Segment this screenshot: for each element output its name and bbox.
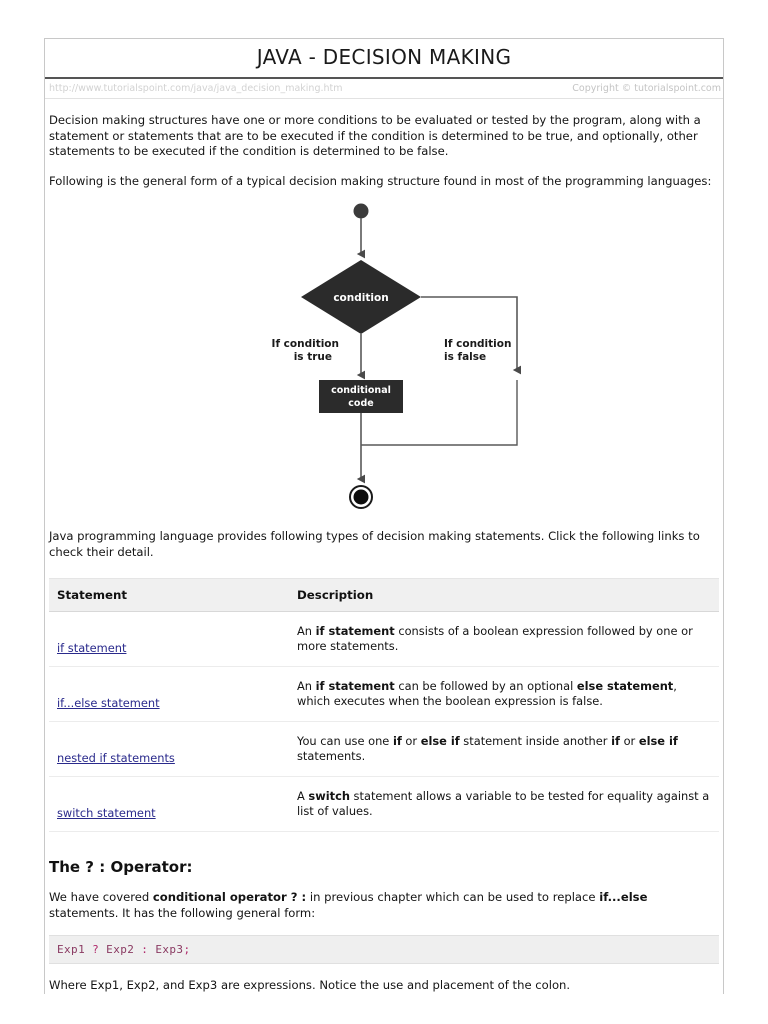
table-row: nested if statements You can use one if o… (49, 721, 719, 777)
after-flowchart-paragraph: Java programming language provides follo… (49, 529, 700, 559)
plain-text: in previous chapter which can be used to… (306, 890, 600, 904)
cell-statement: if statement (49, 611, 289, 667)
plain-text: statements. (297, 749, 366, 763)
cell-statement: if...else statement (49, 666, 289, 722)
plain-text: statement allows a variable to be tested… (297, 789, 710, 818)
decision-flowchart: condition If condition is true If condit… (49, 197, 719, 517)
document-page: JAVA - DECISION MAKING http://www.tutori… (44, 38, 724, 994)
plain-text: can be followed by an optional (394, 679, 577, 693)
cell-description: A switch statement allows a variable to … (289, 776, 719, 832)
edge-false-merge (361, 380, 518, 446)
flow-end-ring (349, 485, 373, 509)
emphasis-text: conditional operator ? : (152, 890, 307, 904)
cell-description: You can use one if or else if statement … (289, 721, 719, 777)
plain-text: We have covered (49, 890, 153, 904)
plain-text: An (297, 624, 316, 638)
code-label-line1: conditional (331, 385, 391, 396)
emphasis-text: if statement (315, 679, 395, 693)
cell-description: An if statement consists of a boolean ex… (289, 611, 719, 667)
table-row: switch statement A switch statement allow… (49, 776, 719, 832)
statement-link[interactable]: switch statement (57, 806, 156, 820)
page-title: JAVA - DECISION MAKING (256, 45, 512, 69)
code-token: Exp1 (57, 943, 86, 956)
table-row: if...else statement An if statement can b… (49, 666, 719, 722)
cell-statement: nested if statements (49, 721, 289, 777)
document-header: JAVA - DECISION MAKING (45, 38, 723, 79)
statement-link[interactable]: if...else statement (57, 696, 160, 710)
table-header-row: Statement Description (49, 578, 719, 612)
column-header-statement: Statement (49, 578, 289, 612)
flowchart-svg: condition If condition is true If condit… (272, 203, 522, 509)
meta-bar: http://www.tutorialspoint.com/java/java_… (45, 79, 723, 99)
source-url: http://www.tutorialspoint.com/java/java_… (49, 83, 343, 94)
operator-paragraph: We have covered conditional operator ? :… (49, 890, 719, 921)
plain-text: You can use one (297, 734, 393, 748)
plain-text: or (619, 734, 639, 748)
flow-end-node (353, 489, 369, 505)
cell-description: An if statement can be followed by an op… (289, 666, 719, 722)
conditional-code-box (319, 380, 403, 413)
copyright-notice: Copyright © tutorialspoint.com (572, 83, 721, 94)
true-label-line2: is true (294, 351, 332, 363)
condition-diamond (301, 260, 421, 334)
condition-label: condition (333, 292, 388, 304)
edge-false-branch (421, 296, 522, 375)
plain-text: An (297, 679, 316, 693)
cell-statement: switch statement (49, 776, 289, 832)
emphasis-text: if (392, 734, 402, 748)
emphasis-text: if (611, 734, 620, 748)
plain-text: statement inside another (459, 734, 612, 748)
code-label-line2: code (348, 398, 373, 409)
general-form-paragraph: Following is the general form of a typic… (49, 173, 712, 188)
code-block: Exp1 ? Exp2 : Exp3; (49, 935, 719, 964)
emphasis-text: else if (638, 734, 678, 748)
plain-text: statements. It has the following general… (49, 905, 316, 920)
emphasis-text: switch (308, 789, 350, 803)
code-token: ? (85, 943, 107, 956)
column-header-description: Description (289, 578, 719, 612)
code-token: Exp2 (106, 943, 135, 956)
plain-text: , which executes when the boolean expres… (297, 679, 677, 708)
plain-text: consists of a boolean expression followe… (297, 624, 693, 653)
emphasis-text: if...else (599, 890, 648, 904)
emphasis-text: else if (420, 734, 460, 748)
code-line: Exp1 ? Exp2 : Exp3; (57, 943, 190, 956)
plain-text: or (401, 734, 421, 748)
flow-start-node (353, 203, 369, 219)
emphasis-text: if statement (315, 624, 395, 638)
code-token: ; (183, 943, 191, 956)
operator-section-heading: The ? : Operator: (49, 858, 193, 876)
false-label-line1: If condition (444, 338, 511, 350)
statement-link[interactable]: if statement (57, 641, 127, 655)
code-token: : (134, 943, 156, 956)
intro-paragraph: Decision making structures have one or m… (49, 113, 701, 158)
code-token: Exp3 (155, 943, 184, 956)
false-label-line2: is false (444, 351, 486, 363)
statement-link[interactable]: nested if statements (57, 751, 175, 765)
emphasis-text: else statement (576, 679, 674, 693)
true-label-line1: If condition (272, 338, 339, 350)
plain-text: A (297, 789, 309, 803)
table-head: Statement Description (49, 578, 719, 612)
closing-paragraph: Where Exp1, Exp2, and Exp3 are expressio… (49, 978, 571, 992)
